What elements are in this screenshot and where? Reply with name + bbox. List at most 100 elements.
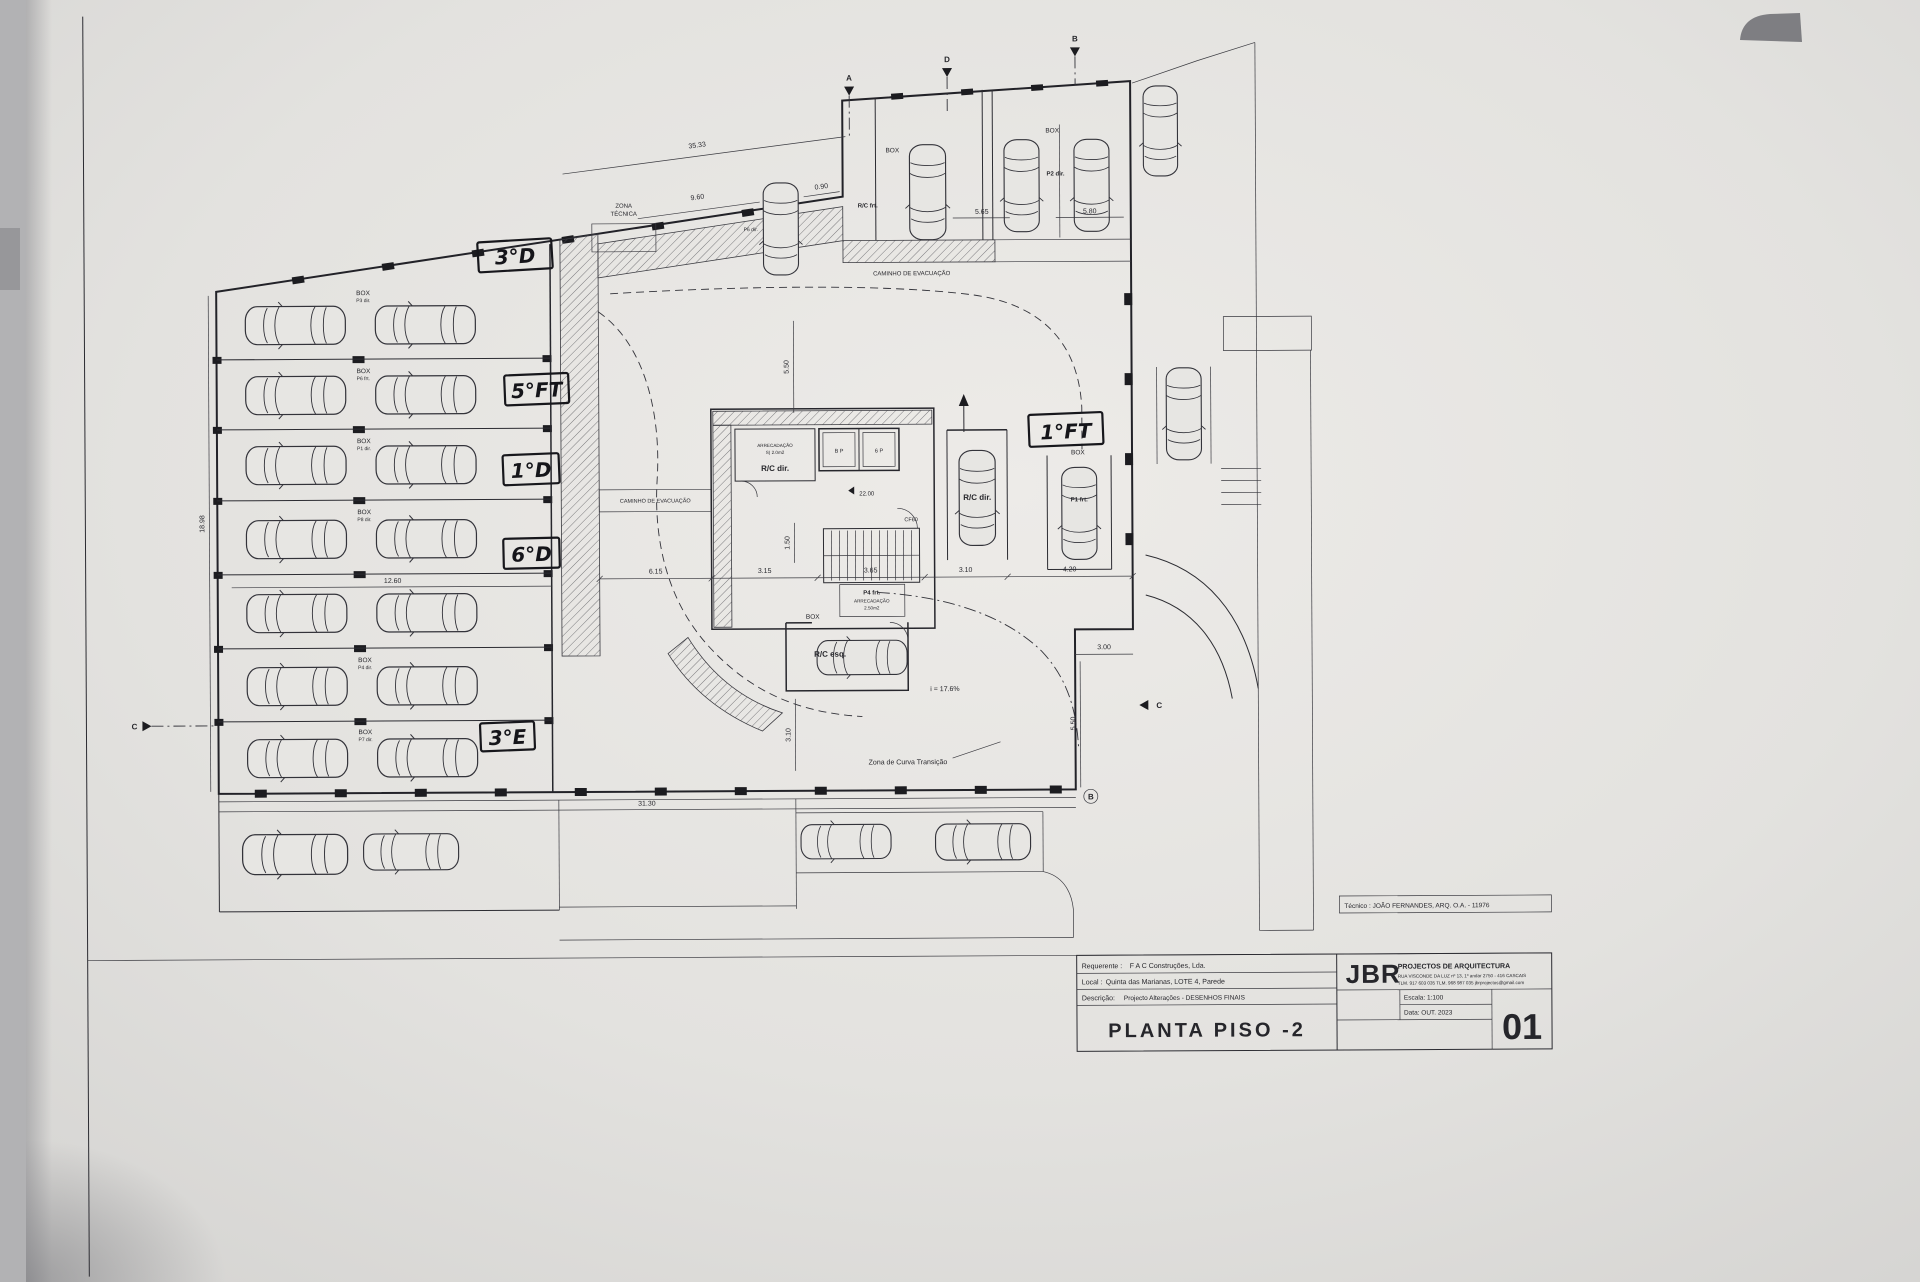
unit-label: R/C dir.	[963, 493, 991, 502]
stall-code: P6 frt.	[357, 376, 370, 382]
dim-mid-d: 3.10	[959, 567, 973, 574]
paper-corner-shadow	[26, 1140, 226, 1282]
requerente-value: F A C Construções, Lda.	[1130, 963, 1206, 970]
fire-door-label: CF60	[904, 517, 917, 523]
handwritten-unit-label: 1°FT	[1040, 418, 1093, 444]
dim-top-right-b: 5.80	[1083, 208, 1097, 215]
stall-code: P8 dir.	[357, 517, 371, 523]
title-block: Técnico : JOÃO FERNANDES, ARQ. O.A. - 11…	[1076, 894, 1553, 1052]
unit-label: R/C esq.	[814, 650, 846, 659]
unit-label: R/C dir.	[761, 464, 789, 473]
car	[376, 588, 478, 638]
site-context	[218, 42, 1314, 941]
dimensions: 35.33 9.60 0.90 5.65 5.80 18.98 12.60 31…	[199, 136, 1136, 813]
firm-address-line1: RUA VISCONDE DA LUZ nº 13, 1º andar 2750…	[1398, 973, 1526, 979]
stall-label: BOX	[357, 509, 371, 516]
section-letter: B	[1072, 34, 1078, 43]
handwritten-unit-label: 5°FT	[511, 377, 564, 403]
top-parking-stalls: P6 dir. BOX R/C frt. BOX P2 dir.	[744, 89, 1115, 276]
car	[246, 662, 348, 711]
handwritten-annotations: 3°D 5°FT 1°D 6°D 3°E	[476, 237, 1105, 753]
car	[800, 819, 892, 864]
car	[934, 818, 1032, 866]
car	[244, 371, 347, 420]
car	[374, 300, 477, 350]
car	[1056, 466, 1102, 561]
stall-label: BOX	[1071, 449, 1085, 456]
dim-mid-b: 3.15	[758, 568, 772, 575]
dim-top-small: 0.90	[814, 183, 829, 192]
car	[376, 733, 479, 783]
paper-left-shadow	[26, 0, 52, 1282]
center-right-stalls: R/C dir. BOX P1 frt.	[946, 393, 1113, 571]
car	[241, 828, 349, 881]
sheet-content: BOX P3 dir. BOX P6 frt. BOX P1 dir. BOX …	[82, 16, 1553, 1277]
level-marker	[848, 486, 855, 495]
zona-tecnica: ZONA TÉCNICA	[591, 204, 657, 253]
local-value: Quinta das Marianas, LOTE 4, Parede	[1106, 979, 1225, 987]
car	[246, 734, 349, 783]
stall-label: BOX	[358, 729, 372, 736]
section-letter: C	[1156, 701, 1162, 710]
dim-top-overall: 35.33	[688, 141, 706, 150]
car	[904, 143, 951, 241]
dim-center-v3: 3.10	[785, 728, 792, 742]
car	[246, 589, 348, 638]
car	[244, 301, 347, 350]
stairs	[822, 527, 921, 584]
stall-code: P1 dir.	[357, 446, 371, 452]
stall-label: BOX	[885, 147, 899, 154]
stall-code: P4 dir.	[358, 665, 372, 671]
scale-field: Escala: 1:100	[1404, 994, 1444, 1001]
dim-mid-c: 3.65	[864, 567, 878, 574]
handwritten-unit-label: 3°E	[488, 725, 527, 751]
arrecadacao-label: ARRECADAÇÃO	[757, 442, 793, 448]
dim-center-v1: 5.50	[784, 360, 791, 374]
stall-code: P6 dir.	[744, 227, 758, 233]
dim-mid-a: 6.15	[649, 569, 663, 576]
dim-bottom-overall: 31.30	[638, 801, 656, 808]
car	[245, 441, 347, 490]
section-letter: D	[944, 55, 950, 64]
dim-right-a: 3.00	[1097, 644, 1111, 651]
stall-label: BOX	[1045, 127, 1059, 134]
car	[1138, 85, 1183, 177]
ramp-arrow	[958, 393, 969, 432]
sheet-number: 01	[1502, 1006, 1542, 1047]
zona-tecnica-label-2: TÉCNICA	[611, 211, 637, 218]
photo-corner-tab	[1740, 13, 1802, 42]
dim-right-b: 5.50	[1070, 716, 1077, 730]
clip-mark-left	[0, 228, 20, 290]
dim-left-width: 12.60	[384, 578, 402, 585]
descricao-label: Descrição:	[1082, 995, 1115, 1002]
handwritten-unit-label: 3°D	[494, 243, 536, 269]
car	[374, 370, 477, 420]
date-field: Data: OUT. 2023	[1404, 1009, 1453, 1016]
dim-center-v2: 1.50	[784, 536, 791, 550]
arrecadacao-label: ARRECADAÇÃO	[854, 597, 890, 603]
firm-address-line2: TLM. 917 603 035 TLM. 968 987 035 jbrpro…	[1398, 980, 1525, 986]
elevator-label: 6 P	[875, 448, 884, 454]
stall-label: BOX	[357, 438, 371, 445]
elevator-label: B P	[835, 449, 844, 455]
descricao-value: Projecto Alterações - DESENHOS FINAIS	[1124, 995, 1246, 1003]
stall-label: BOX	[358, 657, 372, 664]
slope-label: i = 17.6%	[930, 686, 959, 693]
stall-code: R/C frt.	[858, 203, 878, 209]
stall-code: P7 dir.	[359, 737, 373, 743]
drawing-title: PLANTA PISO -2	[1108, 1019, 1306, 1042]
car	[1161, 367, 1207, 461]
section-letter: B	[1088, 792, 1094, 801]
car	[362, 828, 460, 876]
central-core: ARRECADAÇÃO S) 2.0m2 R/C dir. B P 6 P 22…	[710, 407, 936, 631]
stall-label: BOX	[806, 614, 820, 621]
car	[758, 182, 804, 276]
stall-label: BOX	[356, 290, 370, 297]
stall-code: P4 frt.	[863, 590, 880, 596]
stall-code: P2 dir.	[1047, 171, 1065, 177]
stall-code: P3 dir.	[356, 298, 370, 304]
local-label: Local :	[1082, 979, 1103, 986]
floor-plan: BOX P3 dir. BOX P6 frt. BOX P1 dir. BOX …	[132, 34, 1314, 941]
